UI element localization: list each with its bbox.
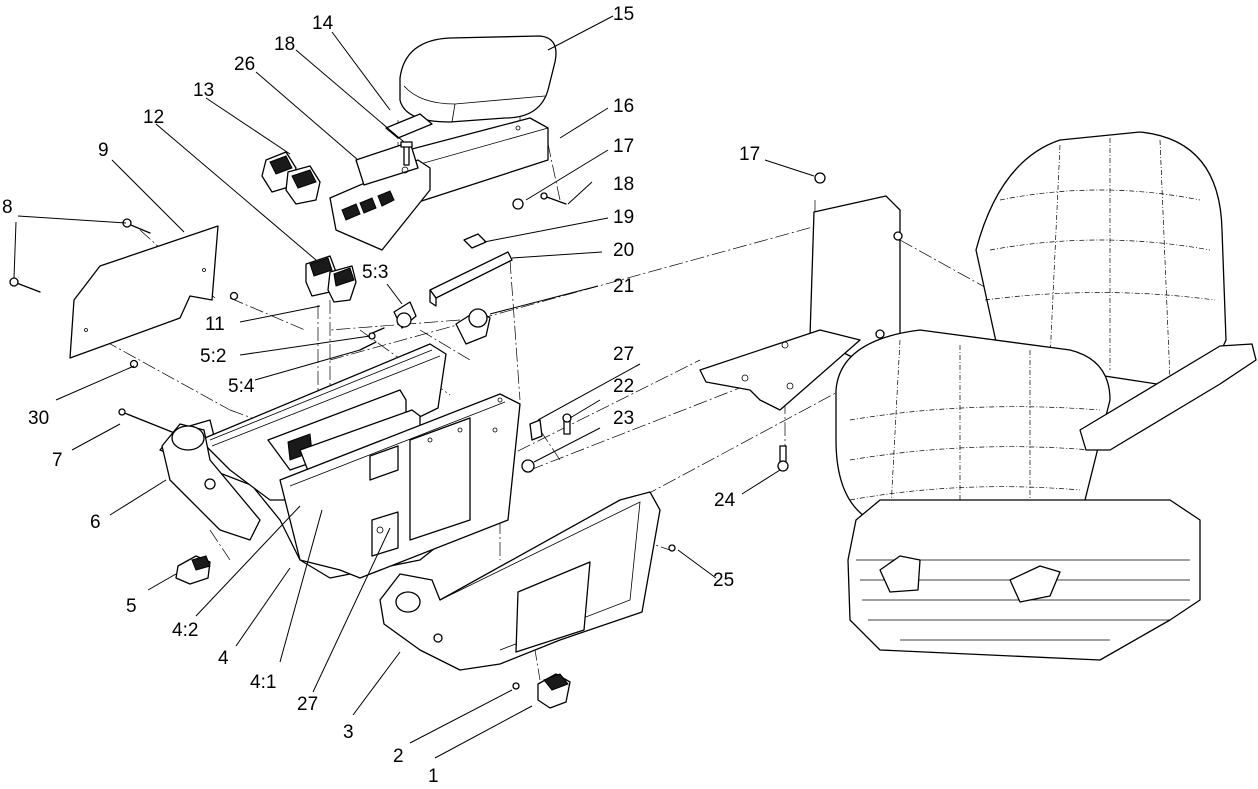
operator-seat bbox=[835, 131, 1257, 661]
fastener-25 bbox=[668, 544, 676, 552]
key-switch-21 bbox=[455, 308, 491, 345]
callout-4-1: 4:1 bbox=[250, 672, 276, 693]
callout-5-3: 5:3 bbox=[362, 262, 388, 283]
leader-lines bbox=[13, 15, 815, 759]
callout-25: 25 bbox=[713, 570, 734, 591]
fasteners-22-23-27 bbox=[521, 413, 572, 473]
armrest-pad bbox=[399, 35, 557, 123]
callout-19: 19 bbox=[613, 207, 634, 228]
clip-19 bbox=[463, 233, 487, 249]
screws-8 bbox=[9, 218, 151, 293]
callout-27: 27 bbox=[613, 344, 634, 365]
callout-23: 23 bbox=[613, 408, 634, 429]
callout-27-lower: 27 bbox=[297, 694, 318, 715]
callout-2: 2 bbox=[393, 746, 404, 767]
knob-1 bbox=[512, 673, 571, 709]
seat-mount-bracket bbox=[699, 195, 903, 411]
switch-5 bbox=[175, 555, 211, 585]
callout-13: 13 bbox=[193, 80, 214, 101]
callout-4: 4 bbox=[218, 648, 229, 669]
callout-22: 22 bbox=[613, 376, 634, 397]
callout-30: 30 bbox=[28, 408, 49, 429]
bracket-20 bbox=[429, 251, 513, 307]
bolt-7 bbox=[118, 408, 183, 437]
center-bracket bbox=[279, 393, 521, 579]
fasteners-17-18 bbox=[512, 192, 567, 210]
callout-18: 18 bbox=[274, 34, 295, 55]
right-lower-cover bbox=[379, 491, 661, 671]
nuts bbox=[129, 291, 239, 369]
callout-8: 8 bbox=[2, 197, 13, 218]
cover-panel bbox=[69, 225, 219, 359]
control-plate bbox=[329, 141, 431, 251]
rocker-switches-12 bbox=[305, 255, 357, 303]
callout-14: 14 bbox=[312, 13, 334, 34]
rocker-switches-13 bbox=[261, 151, 321, 205]
callout-5: 5 bbox=[126, 596, 137, 617]
switch-parts-5 bbox=[359, 301, 417, 351]
left-cover bbox=[161, 423, 261, 541]
callout-7: 7 bbox=[52, 450, 63, 471]
callout-6: 6 bbox=[90, 512, 101, 533]
callout-18-side: 18 bbox=[613, 174, 634, 195]
callout-5-4: 5:4 bbox=[228, 376, 255, 397]
callout-17: 17 bbox=[613, 136, 634, 157]
callout-12: 12 bbox=[143, 107, 164, 128]
fasteners-17-24 bbox=[777, 172, 826, 472]
callout-20: 20 bbox=[613, 240, 634, 261]
callout-9: 9 bbox=[98, 140, 109, 161]
callout-21: 21 bbox=[613, 276, 634, 297]
callout-11: 11 bbox=[205, 314, 225, 335]
small-plate bbox=[385, 113, 433, 139]
callout-4-2: 4:2 bbox=[172, 620, 198, 641]
callout-3: 3 bbox=[343, 722, 354, 743]
callout-17-seat: 17 bbox=[739, 144, 760, 165]
callout-16: 16 bbox=[613, 96, 634, 117]
callout-26: 26 bbox=[234, 54, 255, 75]
callout-1: 1 bbox=[428, 766, 439, 787]
callout-labels: 1 2 3 4 4:1 4:2 5 5:2 5:3 5:4 6 7 8 9 11… bbox=[2, 4, 760, 787]
screw-18-top bbox=[400, 141, 413, 166]
callout-5-2: 5:2 bbox=[200, 346, 226, 367]
callout-24: 24 bbox=[714, 490, 736, 511]
callout-15: 15 bbox=[613, 4, 634, 25]
